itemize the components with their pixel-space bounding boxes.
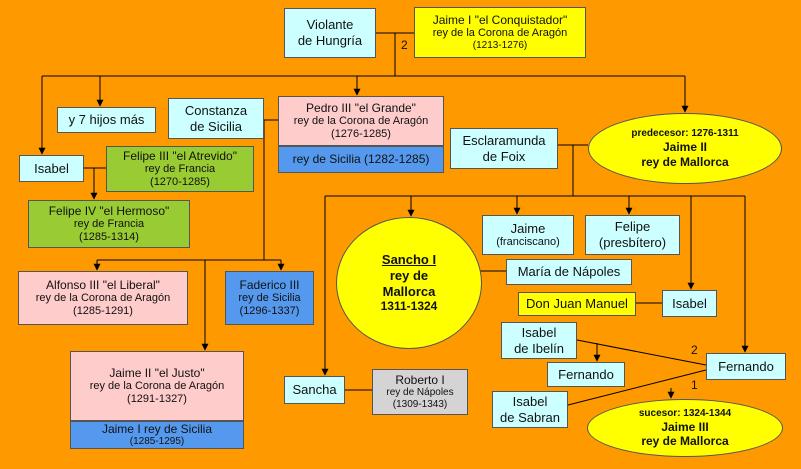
jaime3-line1: Jaime III: [661, 419, 709, 434]
fernando-box: Fernando: [706, 353, 786, 380]
jaime2-sicilia: Jaime I rey de Sicilia: [101, 421, 213, 436]
constanza-box: Constanza de Sicilia: [168, 98, 264, 139]
isabel-ibelin-line2: de Ibelín: [514, 340, 564, 356]
jaime2-justo-dates: (1291-1327): [127, 393, 187, 406]
jaime3-pre: sucesor: 1324-1344: [638, 407, 732, 419]
marriage-number-1: 1: [691, 378, 698, 392]
roberto1-box: Roberto I rey de Nápoles (1309-1343): [372, 369, 468, 415]
isabel-sabran-box: Isabel de Sabran: [492, 391, 568, 428]
roberto1-name: Roberto I: [395, 372, 445, 387]
felipe3-box: Felipe III "el Atrevido" rey de Francia …: [106, 146, 254, 192]
felipe-presb-line2: (presbítero): [598, 235, 667, 250]
isabel-sabran-line2: de Sabran: [500, 409, 560, 425]
violante-line2: de Hungría: [297, 33, 363, 48]
fernando-hijo-label: Fernando: [558, 366, 614, 382]
pedro3-sicilia: rey de Sicilia (1282-1285): [292, 152, 430, 167]
felipe4-box: Felipe IV "el Hermoso" rey de Francia (1…: [28, 200, 190, 248]
federico3-title: rey de Sicilia: [238, 292, 301, 304]
jaime2-sicilia-box: Jaime I rey de Sicilia (1285-1295): [70, 421, 244, 449]
marriage-number-2: 2: [691, 343, 698, 357]
federico3-dates: (1296-1337): [239, 305, 300, 318]
violante-box: Violante de Hungría: [284, 8, 376, 58]
esclaramunda-box: Esclaramunda de Foix: [450, 128, 558, 169]
jaime1-box: Jaime I "el Conquistador" rey de la Coro…: [414, 7, 586, 58]
pedro3-title: rey de la Corona de Aragón: [293, 115, 429, 127]
jaime1-dates: (1213-1276): [472, 40, 528, 52]
jaime2-mallorca-line1: Jaime II: [662, 140, 708, 155]
fernando-hijo-box: Fernando: [547, 362, 625, 387]
jaime2-mallorca-line2: rey de Mallorca: [641, 154, 729, 169]
sancha-box: Sancha: [284, 376, 345, 404]
alfonso3-title: rey de la Corona de Aragón: [35, 292, 171, 304]
jaime3-ellipse: sucesor: 1324-1344 Jaime III rey de Mall…: [587, 399, 783, 457]
felipe4-dates: (1285-1314): [79, 231, 139, 244]
jaime2-justo-title: rey de la Corona de Aragón: [89, 380, 225, 392]
constanza-line1: Constanza: [184, 102, 248, 118]
sancho-ellipse: Sancho I rey de Mallorca 1311-1324: [336, 217, 482, 349]
federico3-name: Faderico III: [239, 277, 300, 292]
maria-napoles-label: María de Nápoles: [517, 264, 621, 280]
fernando-label: Fernando: [718, 358, 774, 374]
pedro3-dates: (1276-1285): [331, 128, 391, 141]
jaime3-line2: rey de Mallorca: [641, 434, 729, 448]
line-sabran-fernando: [567, 369, 707, 406]
sancho-line2: rey de: [389, 268, 429, 283]
jaime2-mallorca-ellipse: predecesor: 1276-1311 Jaime II rey de Ma…: [588, 113, 782, 184]
jaime-franc-line2: (franciscano): [496, 236, 560, 249]
alfonso3-name: Alfonso III "el Liberal": [46, 277, 160, 292]
siete-hijos-label: y 7 hijos más: [68, 112, 145, 128]
roberto1-title: rey de Nápoles: [386, 387, 454, 399]
felipe4-name: Felipe IV "el Hermoso": [48, 203, 170, 218]
marriage-number-top: 2: [401, 38, 408, 52]
esclaramunda-line1: Esclaramunda: [462, 132, 546, 148]
jaime-franc-line1: Jaime: [510, 220, 546, 236]
siete-hijos-box: y 7 hijos más: [57, 107, 156, 133]
sancho-name: Sancho I: [381, 252, 437, 268]
constanza-line2: de Sicilia: [189, 118, 243, 134]
don-juan-label: Don Juan Manuel: [526, 296, 628, 312]
jaime1-title: rey de la Corona de Aragón: [432, 27, 568, 40]
isabel-mallorca-box: Isabel: [662, 290, 717, 317]
isabel-ibelin-line1: Isabel: [521, 324, 557, 340]
felipe4-title: rey de Francia: [73, 218, 145, 230]
isabel-aragon-label: Isabel: [34, 160, 69, 176]
esclaramunda-line2: de Foix: [482, 148, 526, 164]
felipe-presb-box: Felipe (presbítero): [585, 215, 680, 255]
violante-line1: Violante: [306, 17, 354, 33]
line-ibelin-fernando: [576, 339, 707, 366]
sancho-dates: 1311-1324: [380, 299, 438, 314]
alfonso3-dates: (1285-1291): [73, 305, 133, 318]
jaime1-name: Jaime I "el Conquistador": [432, 12, 568, 27]
jaime2-sicilia-dates: (1285-1295): [129, 436, 185, 448]
isabel-mallorca-label: Isabel: [672, 295, 707, 311]
federico3-box: Faderico III rey de Sicilia (1296-1337): [225, 271, 314, 325]
felipe-presb-line1: Felipe: [614, 219, 651, 235]
pedro3-name: Pedro III "el Grande": [306, 100, 416, 115]
isabel-sabran-line1: Isabel: [512, 393, 548, 409]
jaime2-justo-box: Jaime II "el Justo" rey de la Corona de …: [70, 351, 244, 421]
alfonso3-box: Alfonso III "el Liberal" rey de la Coron…: [18, 271, 188, 325]
felipe3-name: Felipe III "el Atrevido": [123, 148, 237, 163]
sancha-label: Sancha: [292, 382, 337, 398]
maria-napoles-box: María de Nápoles: [506, 259, 632, 285]
isabel-ibelin-box: Isabel de Ibelín: [501, 322, 577, 359]
felipe3-dates: (1270-1285): [150, 176, 210, 189]
pedro3-box: Pedro III "el Grande" rey de la Corona d…: [278, 96, 444, 146]
jaime-franc-box: Jaime (franciscano): [482, 215, 574, 255]
don-juan-box: Don Juan Manuel: [518, 292, 636, 316]
pedro3-sicilia-box: rey de Sicilia (1282-1285): [278, 146, 444, 173]
jaime2-justo-name: Jaime II "el Justo": [109, 365, 205, 380]
felipe3-title: rey de Francia: [144, 163, 216, 175]
isabel-aragon-box: Isabel: [19, 155, 84, 182]
jaime2-mallorca-pre: predecesor: 1276-1311: [631, 128, 739, 140]
sancho-line3: Mallorca: [382, 283, 436, 299]
roberto1-dates: (1309-1343): [392, 399, 448, 411]
